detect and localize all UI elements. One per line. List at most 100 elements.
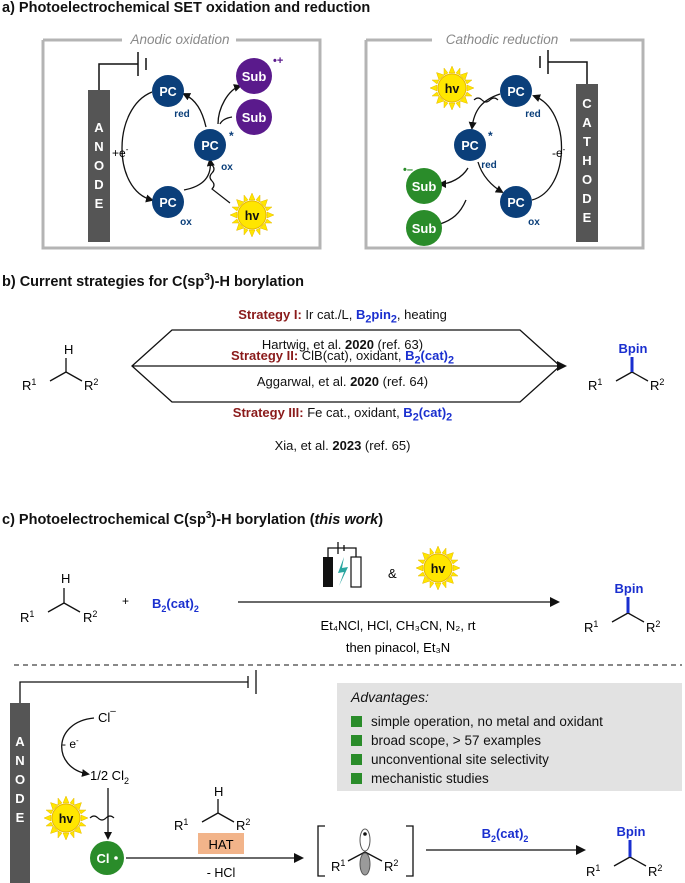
advantage-text: unconventional site selectivity <box>371 752 549 767</box>
pc-label: PC <box>201 139 218 153</box>
section-c-header: c) Photoelectrochemical C(sp3)-H borylat… <box>2 510 384 528</box>
hcl-label: - HCl <box>207 866 235 880</box>
bpin-label: Bpin <box>619 341 648 356</box>
bpin-label: Bpin <box>615 581 644 596</box>
strategy-2-text: Strategy II: ClB(cat), oxidant, B2(cat)2 <box>230 348 455 367</box>
pc-red-excited <box>454 129 486 161</box>
chloride-label: Cl– <box>98 706 116 725</box>
product-c <box>611 612 645 623</box>
cathodic-title: Cathodic reduction <box>446 32 559 47</box>
cathodic-arc-bottom <box>477 161 504 194</box>
anode-letter: O <box>15 772 25 787</box>
bullet-square-icon <box>351 754 362 765</box>
sub-radical-anion <box>406 168 442 204</box>
ampersand: & <box>388 566 397 581</box>
hv-label: hv <box>245 209 260 223</box>
section-a-diagram: Anodic oxidation A N O D E +e- PC red PC… <box>41 32 645 250</box>
cathodic-sub-out <box>438 167 469 188</box>
r1-label: R1 <box>588 377 602 393</box>
sub-radical-cation <box>236 58 272 94</box>
hv-label: hv <box>431 562 446 576</box>
pc-label: PC <box>159 85 176 99</box>
pc-ox-sub: ox <box>528 217 540 228</box>
anode-letter: O <box>94 158 104 173</box>
pc-ox-cathodic <box>500 186 532 218</box>
substrate-c <box>47 588 81 613</box>
electrolysis-icon <box>323 542 362 588</box>
anodic-arc-left <box>121 91 154 203</box>
anodic-electron-label: +e- <box>112 145 129 160</box>
atom-h: H <box>214 784 223 799</box>
pc-red-anodic <box>152 75 184 107</box>
pc-label: PC <box>507 85 524 99</box>
cathodic-electron-label: -e- <box>552 145 566 160</box>
sub-cathodic <box>406 210 442 246</box>
anode-letter: N <box>15 753 24 768</box>
section-c-diagram: H R1 R2 + B2(cat)2 & hv Et₄NCl, HCl, CH₃… <box>10 542 682 883</box>
r2-label: R2 <box>384 858 398 874</box>
anode-letter: A <box>15 734 25 749</box>
b2cat2-reagent: B2(cat)2 <box>152 596 199 614</box>
light-squiggle <box>209 164 231 204</box>
product-right <box>615 371 649 382</box>
anode-electrode <box>88 90 110 242</box>
pc-red-sub: red <box>174 109 190 120</box>
advantage-item: unconventional site selectivity <box>351 752 549 767</box>
advantage-item: broad scope, > 57 examples <box>351 733 541 748</box>
conditions-line-1: Et₄NCl, HCl, CH₃CN, N₂, rt <box>320 618 475 633</box>
pc-ox-sub: ox <box>221 162 233 173</box>
r2-label: R2 <box>236 817 250 833</box>
anode-wire <box>98 63 138 90</box>
advantage-item: simple operation, no metal and oxidant <box>351 714 603 729</box>
light-squiggle <box>89 815 115 821</box>
strategy-1-ref: Hartwig, et al. 2020 (ref. 63) <box>261 337 424 352</box>
hat-label: HAT <box>208 837 233 852</box>
cathodic-sub-in <box>439 199 467 225</box>
bracket-left <box>317 825 325 877</box>
section-b-header: b) Current strategies for C(sp3)-H boryl… <box>2 272 305 290</box>
strategy-3-text: Strategy III: Fe cat., oxidant, B2(cat)2 <box>232 405 453 424</box>
hv-label: hv <box>445 82 460 96</box>
cathode-letter: O <box>582 172 592 187</box>
atom-h: H <box>61 571 70 586</box>
electron-loss-label: - e- <box>62 736 79 751</box>
cathode-letter: A <box>582 115 592 130</box>
advantage-text: mechanistic studies <box>371 771 489 786</box>
cathode-letter: D <box>582 191 591 206</box>
cathodic-arc-left <box>468 93 501 130</box>
substrate-left <box>49 358 83 382</box>
anode-letter: N <box>94 139 103 154</box>
final-product <box>613 856 647 867</box>
cathode-letter: E <box>583 210 592 225</box>
pc-red-sub: red <box>481 160 497 171</box>
anode-wire-c <box>19 681 248 703</box>
excited-star: * <box>229 129 234 143</box>
pc-label: PC <box>461 139 478 153</box>
pc-ox-excited <box>194 129 226 161</box>
bullet-square-icon <box>351 735 362 746</box>
atom-h: H <box>64 342 73 357</box>
r2-label: R2 <box>83 609 97 625</box>
chlorine-radical <box>90 841 124 875</box>
cathodic-frame <box>364 38 645 250</box>
sub-anodic <box>236 99 272 135</box>
advantages-box: Advantages: simple operation, no metal a… <box>337 683 682 791</box>
anode-letter: E <box>95 196 104 211</box>
advantage-text: broad scope, > 57 examples <box>371 733 541 748</box>
bracket-right <box>406 825 414 877</box>
substrate-hat <box>201 799 235 823</box>
anodic-sub-in <box>219 116 233 125</box>
sub-label: Sub <box>242 110 267 125</box>
half-cl2-label: 1/2 Cl2 <box>90 768 129 786</box>
pc-red-cathodic <box>500 75 532 107</box>
advantage-text: simple operation, no metal and oxidant <box>371 714 603 729</box>
plus-sign: + <box>122 594 129 608</box>
section-a-header: a) Photoelectrochemical SET oxidation an… <box>2 0 371 16</box>
r2-label: R2 <box>650 377 664 393</box>
pc-label: PC <box>507 196 524 210</box>
radical-anion-sign: •– <box>403 164 413 176</box>
anodic-arc-bottom <box>183 158 215 191</box>
cathode-wire <box>548 61 588 84</box>
r1-label: R1 <box>22 377 36 393</box>
sub-label: Sub <box>242 69 267 84</box>
